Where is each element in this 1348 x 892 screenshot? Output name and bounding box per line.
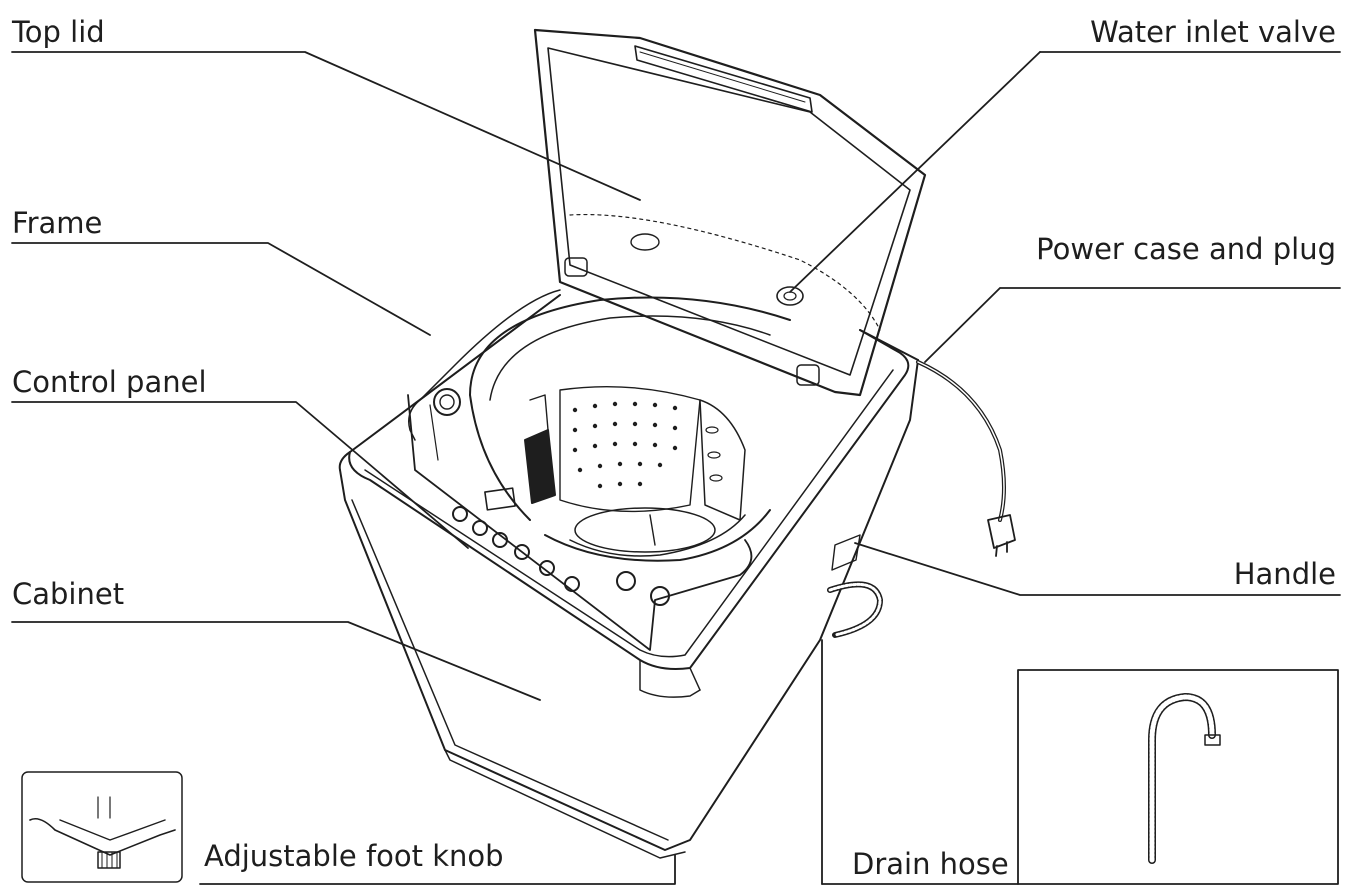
leader-power	[924, 287, 1341, 363]
panel-button-4	[514, 544, 530, 560]
panel-button-1	[452, 506, 468, 522]
side-handle	[831, 534, 861, 571]
plug-icon	[987, 514, 1016, 549]
softener-cap	[433, 388, 461, 416]
top-lid	[533, 28, 927, 397]
lint-filter	[524, 429, 556, 504]
drain-hose-inset	[1017, 669, 1339, 885]
leader-water-inlet	[789, 51, 1041, 293]
leader-control-panel	[11, 401, 469, 549]
drain-hose-coil	[827, 581, 883, 638]
frame-rim	[348, 289, 910, 698]
water-inlet	[776, 286, 804, 306]
panel-button-5	[539, 560, 555, 576]
leader-handle	[854, 542, 1341, 596]
label-handle: Handle	[1233, 557, 1336, 591]
pulsator	[574, 507, 716, 553]
foot-knob-inset	[21, 771, 183, 883]
panel-knob-2	[650, 586, 670, 606]
leader-lines	[11, 51, 1341, 885]
label-power-case-and-plug: Power case and plug	[1036, 232, 1336, 266]
panel-knob-1	[616, 571, 636, 591]
leader-top-lid	[11, 51, 641, 201]
power-cord	[916, 360, 1016, 557]
control-panel	[407, 388, 753, 651]
leader-cabinet	[11, 621, 541, 701]
label-control-panel: Control panel	[12, 365, 207, 399]
label-adjustable-foot-knob: Adjustable foot knob	[204, 839, 504, 873]
foot-knob-icon	[97, 851, 121, 869]
label-drain-hose: Drain hose	[852, 847, 1009, 881]
drum-perforations	[572, 401, 678, 489]
label-water-inlet-valve: Water inlet valve	[1090, 15, 1336, 49]
wash-drum	[469, 296, 791, 562]
cabinet-body	[338, 294, 919, 859]
display-window	[484, 487, 516, 511]
hinge-right	[796, 364, 820, 386]
label-top-lid: Top lid	[12, 15, 105, 49]
leader-foot-knob	[199, 854, 676, 885]
lid-handle	[634, 45, 813, 113]
label-frame: Frame	[12, 206, 103, 240]
hinge-left	[564, 257, 588, 277]
panel-button-3	[492, 532, 508, 548]
panel-button-6	[564, 576, 580, 592]
panel-button-2	[472, 520, 488, 536]
leader-frame	[11, 242, 431, 336]
label-cabinet: Cabinet	[12, 577, 125, 611]
